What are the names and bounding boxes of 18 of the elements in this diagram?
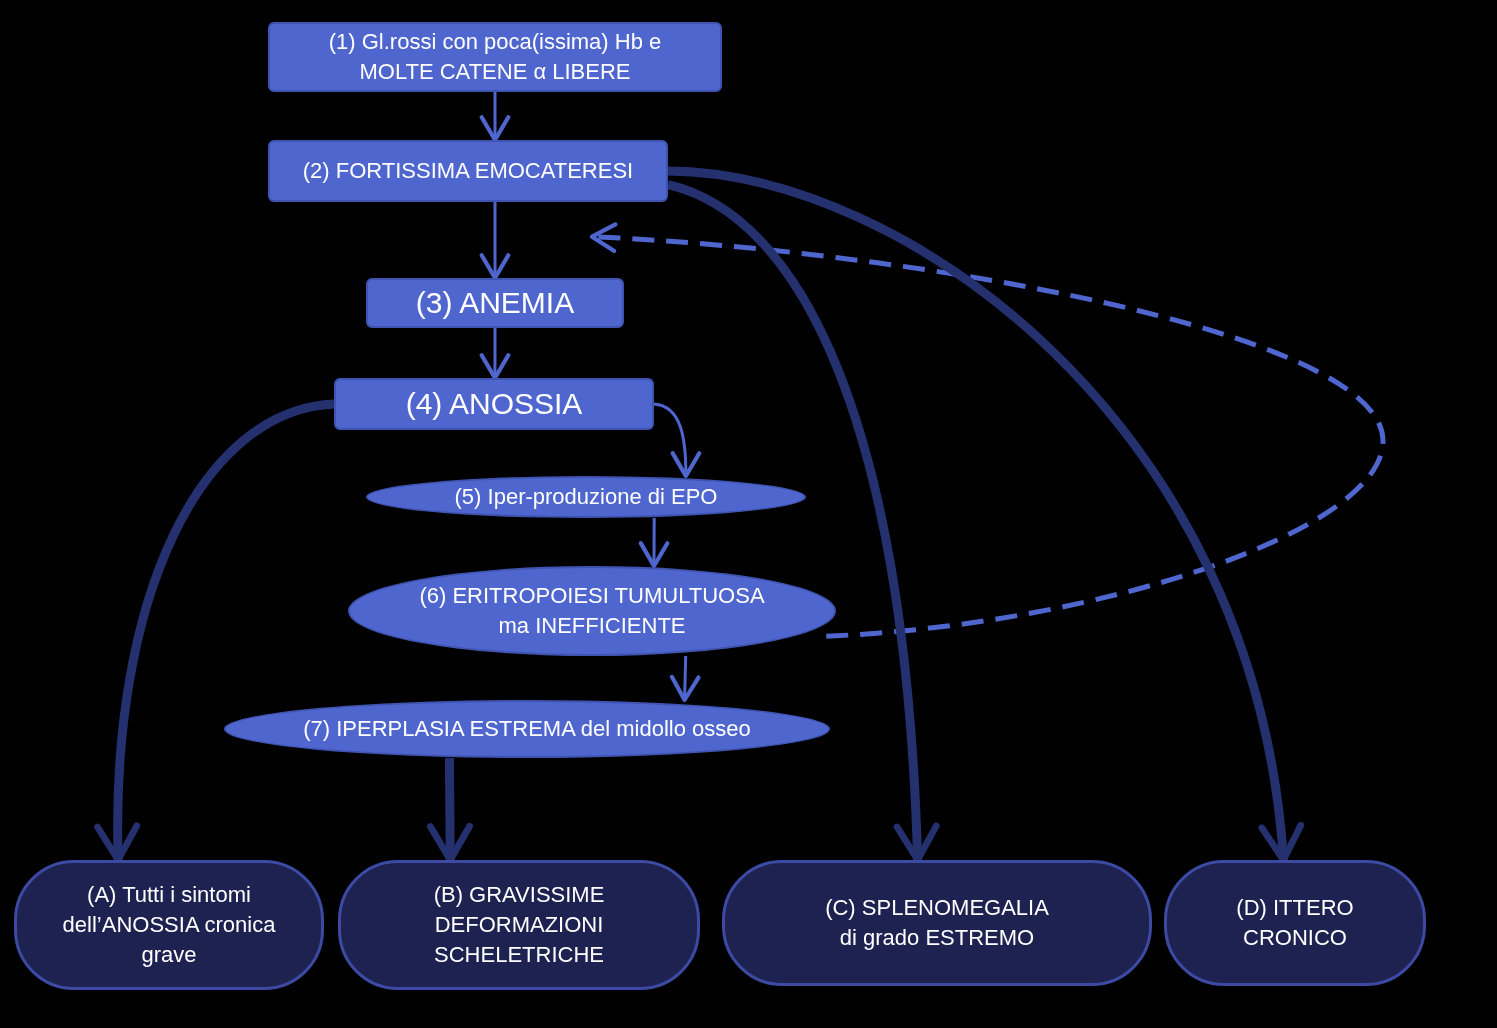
dashed-feedback-arrow — [589, 222, 1386, 639]
process-box: (1) Gl.rossi con poca(issima) Hb e MOLTE CATENE α LIBERE — [268, 22, 722, 92]
outcome-box: (A) Tutti i sintomi dell’ANOSSIA cronica grave — [14, 860, 324, 990]
process-ellipse: (7) IPERPLASIA ESTREMA del midollo osseo — [224, 700, 830, 758]
outcome-box: (D) ITTERO CRONICO — [1164, 860, 1426, 986]
arrow — [653, 402, 702, 479]
outcome-box: (C) SPLENOMEGALIA di grado ESTREMO — [722, 860, 1152, 986]
arrow — [479, 92, 511, 143]
outcome-box: (B) GRAVISSIME DEFORMAZIONI SCHELETRICHE — [338, 860, 700, 990]
process-box: (4) ANOSSIA — [334, 378, 654, 430]
process-ellipse: (6) ERITROPOIESI TUMULTUOSA ma INEFFICIENTE — [348, 566, 836, 656]
process-box: (2) FORTISSIMA EMOCATERESI — [268, 140, 668, 202]
arrow — [479, 328, 511, 381]
process-ellipse: (5) Iper-produzione di EPO — [366, 476, 806, 518]
arrow — [638, 518, 670, 569]
process-box: (3) ANEMIA — [366, 278, 624, 328]
arrow — [669, 655, 701, 703]
arrow — [479, 202, 511, 281]
